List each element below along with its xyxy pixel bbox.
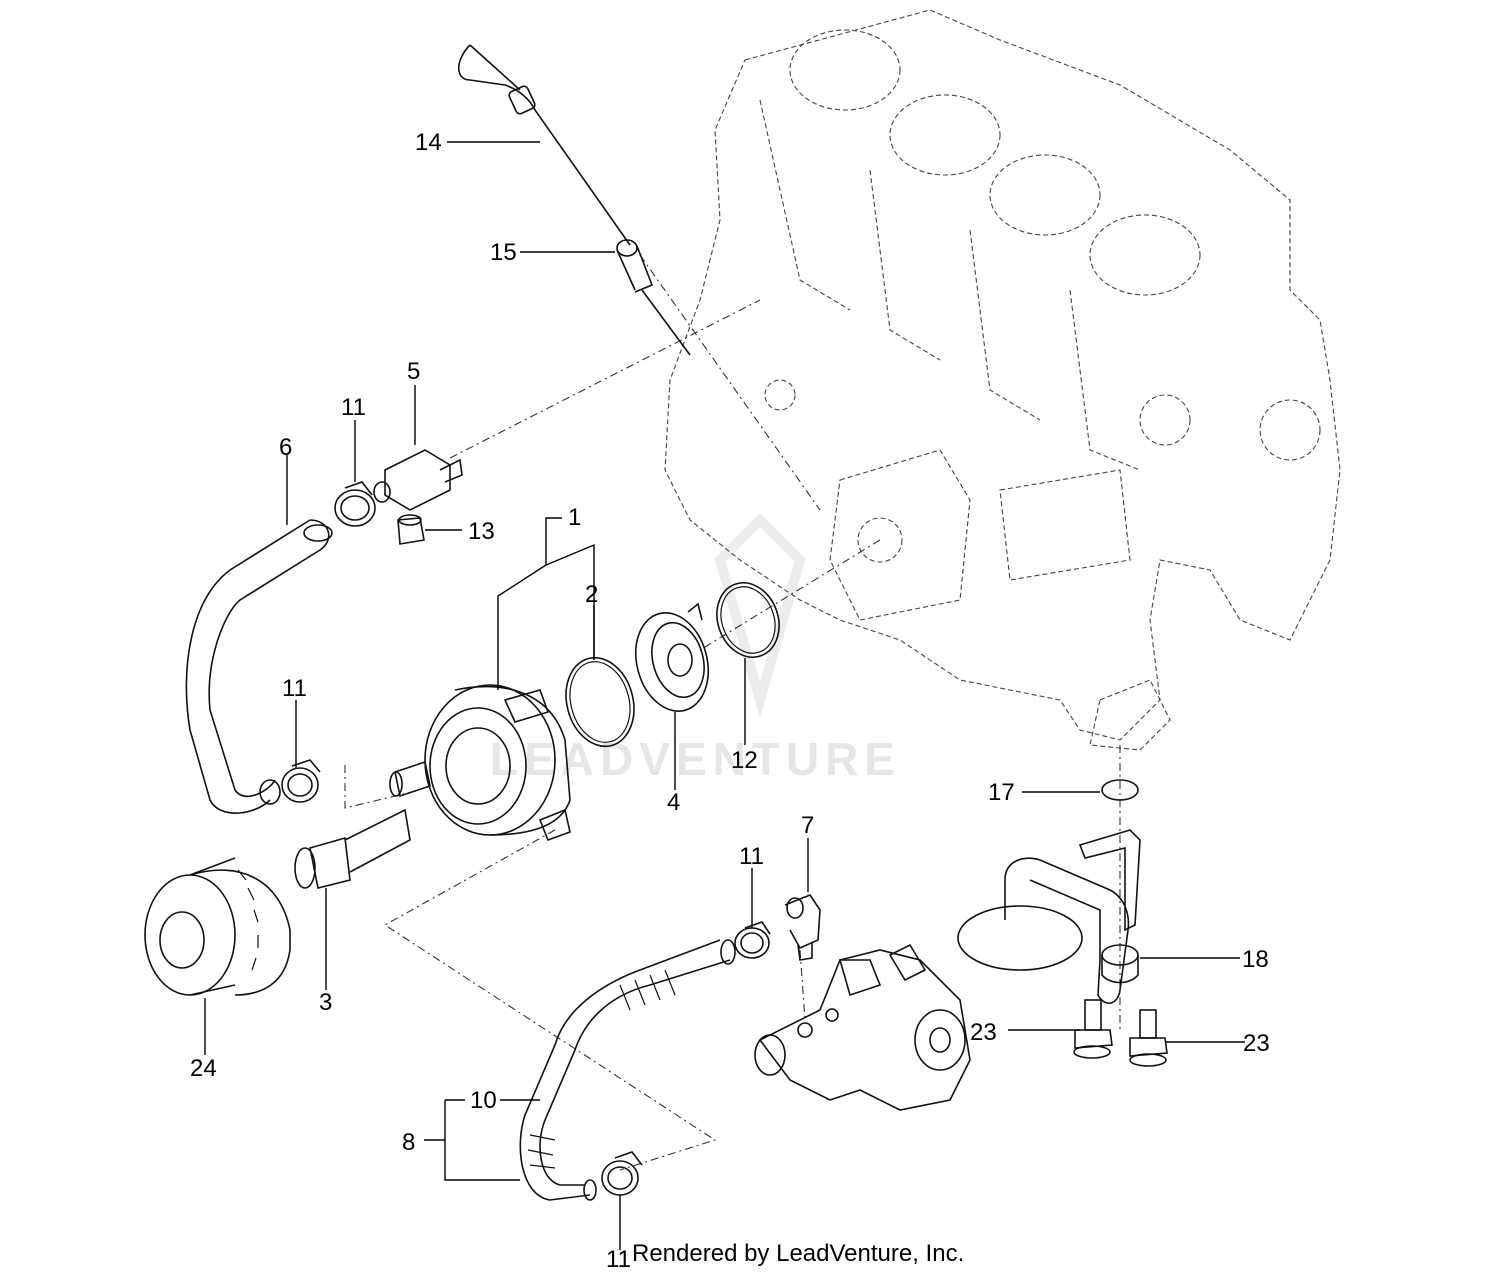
bolt-right [1129, 1009, 1168, 1067]
o-ring-large [565, 656, 635, 748]
dipstick-tube [616, 239, 691, 356]
oil-cooler [389, 684, 571, 842]
callout-23-right: 23 [1243, 1030, 1270, 1057]
callout-8: 8 [402, 1129, 415, 1156]
callout-labels: 1 2 3 4 5 6 7 8 10 11 11 11 11 12 13 14 … [190, 129, 1270, 1273]
callout-2: 2 [585, 581, 598, 608]
tee-fitting [373, 449, 463, 511]
hose-clamp-upper [334, 481, 376, 527]
leader-lines [204, 141, 1245, 1250]
watermark-logo: LEADVENTURE [490, 512, 901, 785]
oil-strainer [957, 829, 1141, 1004]
callout-23-left: 23 [970, 1019, 997, 1046]
callout-17: 17 [988, 779, 1015, 806]
bolt-left [1073, 999, 1113, 1059]
callout-14: 14 [415, 129, 442, 156]
water-pump [754, 943, 971, 1111]
callout-12: 12 [731, 747, 758, 774]
callout-1: 1 [568, 504, 581, 531]
hose-clamp-middle [281, 759, 321, 803]
hose-clamp-bottom [601, 1151, 643, 1196]
engine-block-outline [664, 9, 1341, 751]
elbow-fitting [784, 894, 821, 961]
callout-11-bottom: 11 [606, 1246, 631, 1273]
assembly-lines [344, 254, 1121, 1171]
watermark-text: LEADVENTURE [490, 733, 901, 785]
oil-pipe [519, 939, 736, 1201]
callout-18: 18 [1242, 946, 1269, 973]
callout-7: 7 [801, 812, 814, 839]
callout-4: 4 [667, 789, 680, 816]
callout-6: 6 [279, 434, 292, 461]
oil-filter [144, 857, 291, 996]
callout-13: 13 [468, 518, 495, 545]
cooler-connector [294, 808, 411, 889]
callout-11-upper: 11 [341, 394, 366, 421]
callout-24: 24 [190, 1055, 217, 1082]
callout-5: 5 [407, 358, 420, 385]
dipstick [457, 44, 631, 246]
render-credit: Rendered by LeadVenture, Inc. [632, 1240, 965, 1267]
o-ring-small [716, 582, 780, 658]
callout-10: 10 [470, 1087, 497, 1114]
callout-15: 15 [490, 239, 517, 266]
o-ring-strainer [1101, 779, 1139, 801]
callout-3: 3 [319, 989, 332, 1016]
callout-11-middle: 11 [282, 675, 307, 702]
cooler-plate [635, 602, 709, 712]
callout-11-right: 11 [739, 843, 764, 870]
oil-hose [185, 519, 333, 814]
plug [397, 514, 425, 545]
